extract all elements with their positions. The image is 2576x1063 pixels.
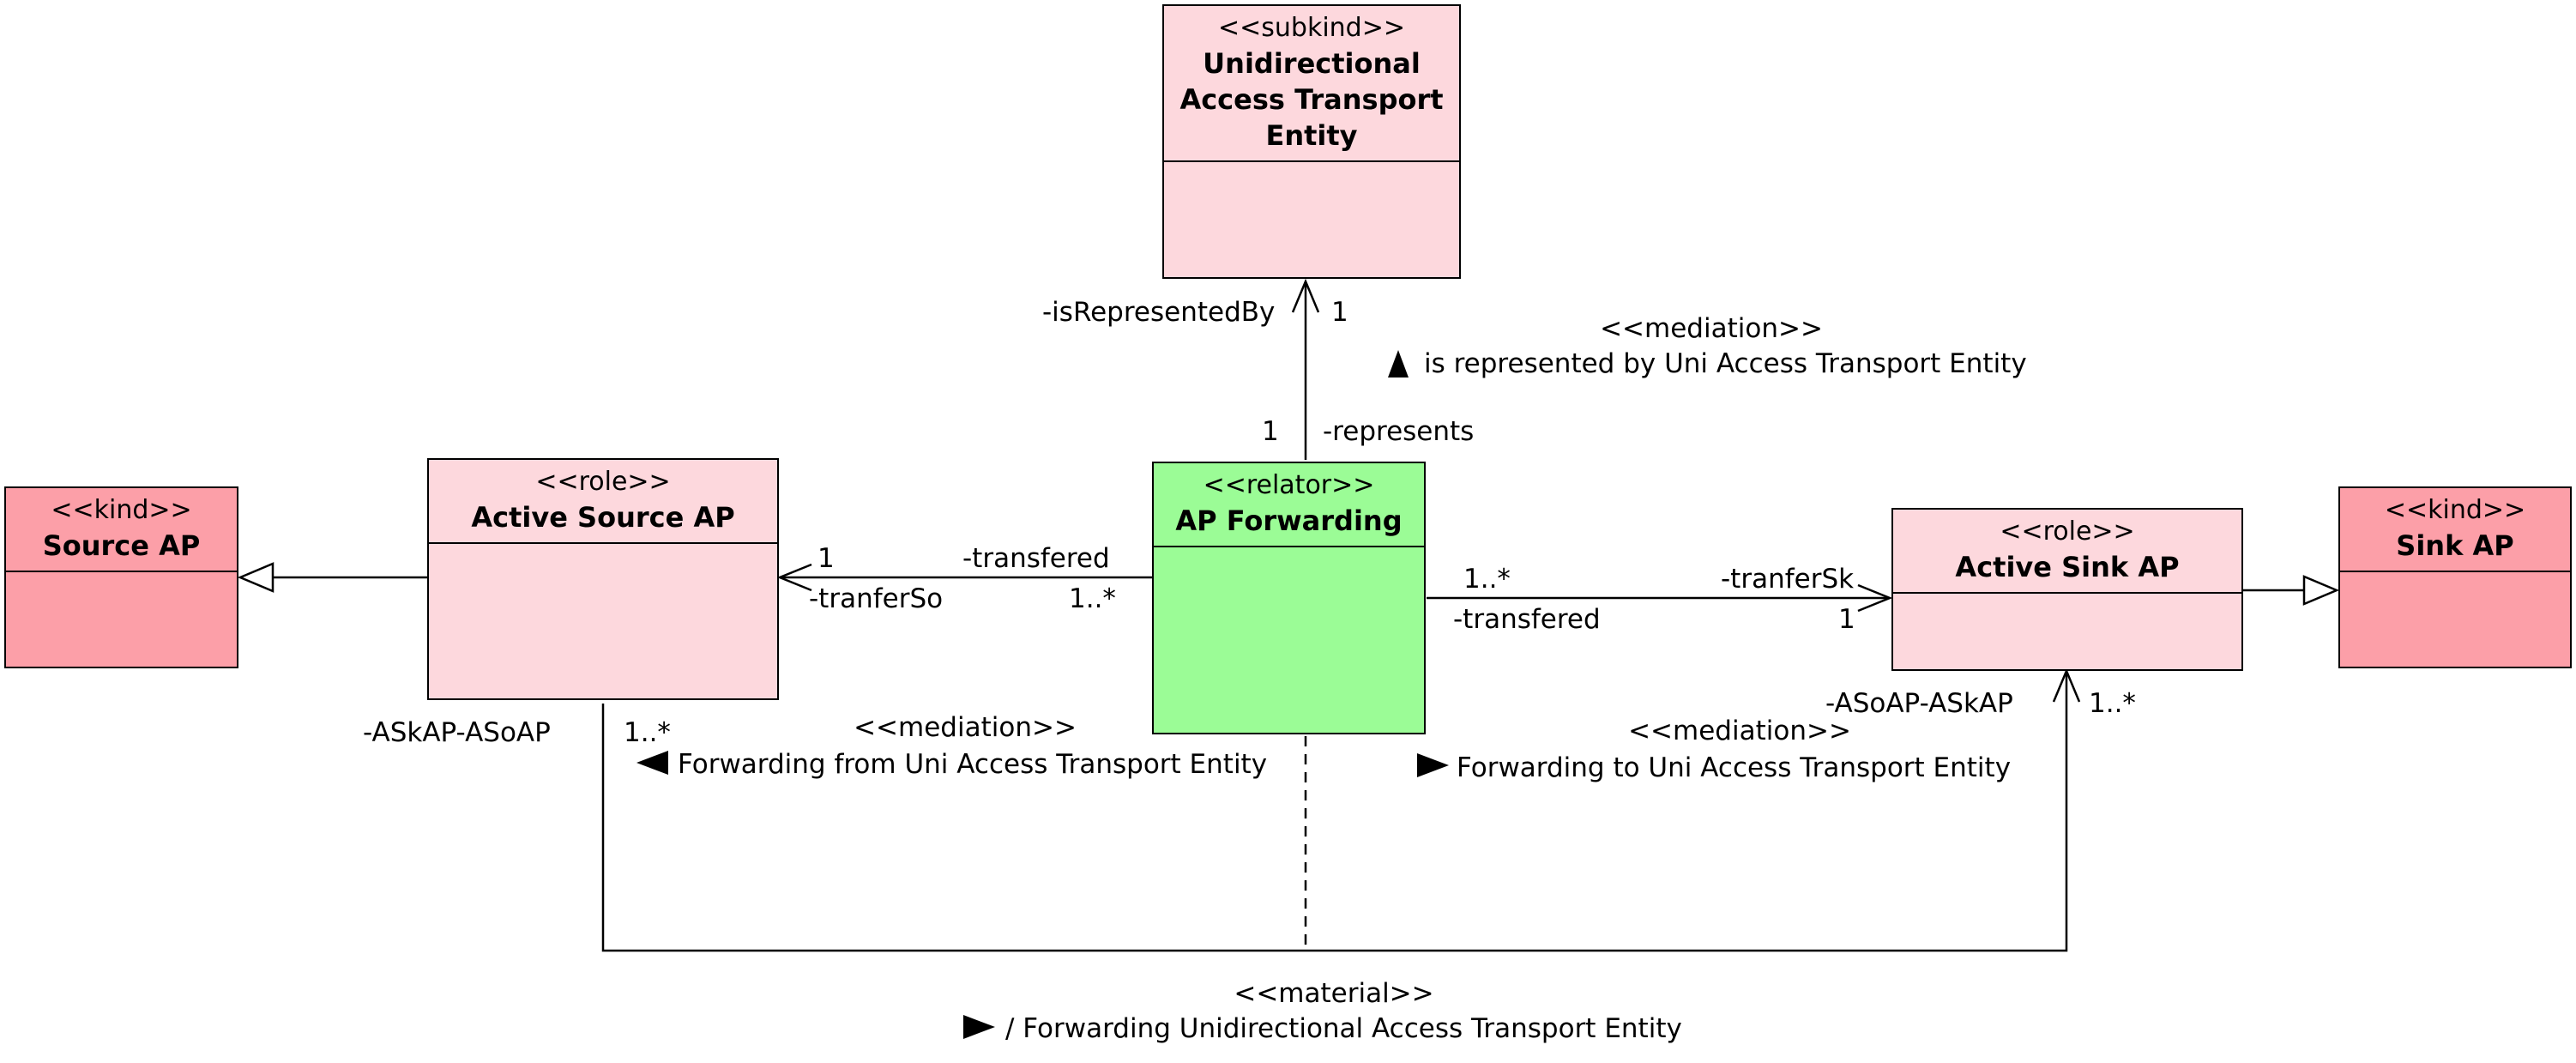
association-stereotype: <<mediation>> [1628,716,1851,746]
multiplicity-label: 1..* [1069,583,1116,614]
association-name: Forwarding from Uni Access Transport Ent… [678,749,1268,780]
association-stereotype: <<mediation>> [1600,313,1823,344]
role-label: -tranferSk [1721,564,1855,595]
class-source-ap[interactable]: <<kind>> Source AP [4,486,238,668]
triangle-left-icon [636,751,668,775]
role-label: -ASkAP-ASoAP [363,717,551,748]
class-active-sink-ap[interactable]: <<role>> Active Sink AP [1891,508,2243,671]
stereotype-label: <<role>> [535,467,671,497]
multiplicity-label: 1 [817,543,835,574]
multiplicity-label: 1 [1262,416,1279,447]
role-label: -transfered [1453,604,1601,635]
hollow-triangle-right-icon [2302,575,2340,606]
association-name: / Forwarding Unidirectional Access Trans… [1005,1013,1682,1044]
association-name: is represented by Uni Access Transport E… [1424,348,2027,379]
open-arrowhead-right-icon [1857,583,1893,613]
triangle-right-icon [1417,753,1449,777]
association-stereotype: <<mediation>> [854,712,1077,743]
multiplicity-label: 1 [1838,604,1855,635]
triangle-right-icon [963,1015,995,1039]
stereotype-label: <<relator>> [1203,470,1375,500]
association-name: Forwarding to Uni Access Transport Entit… [1457,752,2012,783]
open-arrowhead-up-icon [2052,667,2081,703]
stereotype-label: <<role>> [2000,516,2135,547]
class-name-line: Access Transport [1179,83,1444,116]
class-attributes-compartment [1164,162,1459,277]
open-arrowhead-left-icon [776,563,812,592]
class-name: Sink AP [2396,529,2514,562]
association-stereotype: <<material>> [1234,978,1434,1009]
stereotype-label: <<kind>> [2384,495,2526,525]
role-label: -ASoAP-ASkAP [1825,688,2013,719]
open-arrowhead-up-icon [1291,278,1320,313]
class-name: Active Source AP [471,501,735,534]
class-name: AP Forwarding [1175,504,1403,537]
class-name: Source AP [42,529,201,562]
class-attributes-compartment [2340,572,2570,667]
association-line-material[interactable] [601,671,2068,952]
multiplicity-label: 1..* [624,717,671,748]
class-name: Active Sink AP [1955,551,2180,583]
multiplicity-label: 1..* [2089,688,2136,719]
multiplicity-label: 1..* [1463,564,1511,595]
multiplicity-label: 1 [1331,297,1348,328]
role-label: -isRepresentedBy [1042,297,1276,328]
class-unidirectional-access-transport-entity[interactable]: <<subkind>> Unidirectional Access Transp… [1162,4,1461,279]
stereotype-label: <<subkind>> [1218,13,1405,43]
class-attributes-compartment [1154,547,1424,733]
class-attributes-compartment [429,544,777,698]
class-name-line: Entity [1265,119,1358,152]
triangle-up-icon [1388,350,1409,377]
class-ap-forwarding[interactable]: <<relator>> AP Forwarding [1152,462,1426,734]
role-label: -transfered [962,543,1110,574]
role-label: -represents [1323,416,1475,447]
class-active-source-ap[interactable]: <<role>> Active Source AP [427,458,779,700]
stereotype-label: <<kind>> [51,495,192,525]
class-attributes-compartment [1893,594,2241,669]
hollow-triangle-left-icon [237,562,274,593]
role-label: -tranferSo [809,583,944,614]
class-sink-ap[interactable]: <<kind>> Sink AP [2338,486,2572,668]
class-name-line: Unidirectional [1203,47,1421,80]
class-attributes-compartment [6,572,237,667]
